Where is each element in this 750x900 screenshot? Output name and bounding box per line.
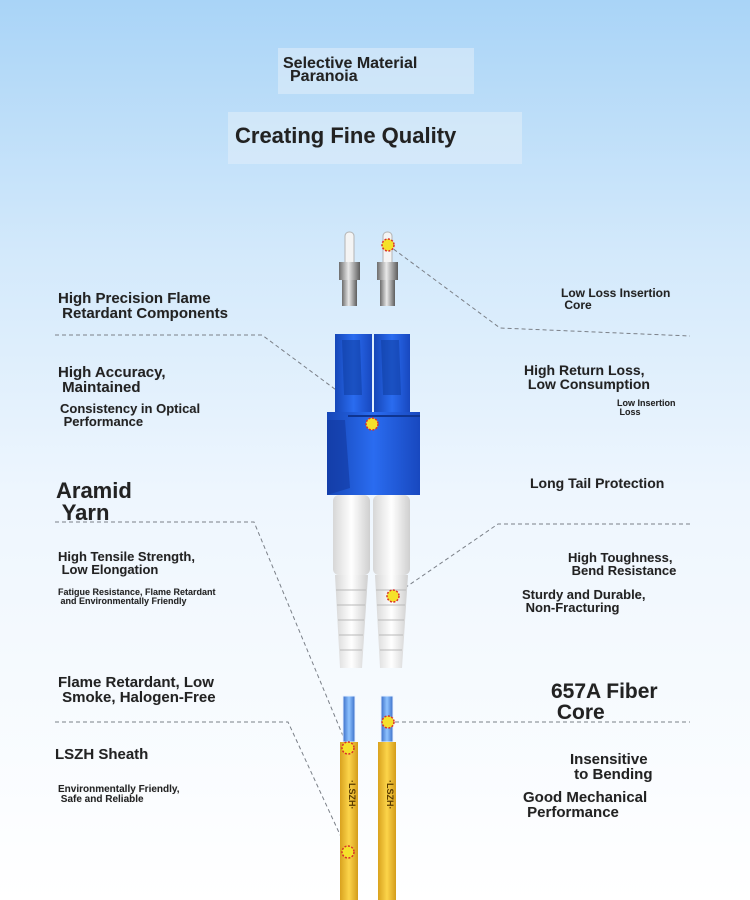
headline-panel <box>228 112 522 164</box>
leader-precision <box>55 334 356 405</box>
label-low-insertion: Low Insertion Loss <box>617 398 676 417</box>
header-line2: Paranoia <box>290 68 358 85</box>
cable-left <box>340 695 358 900</box>
headline: Creating Fine Quality <box>235 123 457 148</box>
marker-boot <box>386 589 400 603</box>
label-toughness: High Toughness, Bend Resistance <box>568 550 677 578</box>
label-aramid: Aramid Yarn <box>56 478 132 525</box>
marker-housing <box>365 417 379 431</box>
label-return-loss: High Return Loss, Low Consumption <box>524 362 650 392</box>
label-consistency: Consistency in Optical Performance <box>60 401 201 429</box>
leader-low-loss-core <box>387 244 691 337</box>
label-mechanical: Good Mechanical Performance <box>523 789 648 821</box>
ferrule-left <box>339 231 360 306</box>
label-low-loss-core: Low Loss Insertion Core <box>561 286 671 312</box>
label-flame: Flame Retardant, Low Smoke, Halogen-Free <box>58 674 216 706</box>
marker-aramid <box>341 741 355 755</box>
cable-print-right: ·LSZH· <box>385 780 395 810</box>
leader-lszh <box>55 721 349 853</box>
label-long-tail: Long Tail Protection <box>530 475 665 491</box>
leader-lines <box>55 244 691 853</box>
label-accuracy: High Accuracy, Maintained <box>58 364 166 396</box>
label-tensile: High Tensile Strength, Low Elongation <box>58 549 195 577</box>
label-insensitive: Insensitive to Bending <box>570 751 653 783</box>
marker-dots <box>341 238 400 859</box>
boot-left <box>333 495 370 668</box>
label-fatigue: Fatigue Resistance, Flame Retardant and … <box>58 587 216 606</box>
header-line1: Selective Material <box>283 55 418 72</box>
label-sturdy: Sturdy and Durable, Non-Fracturing <box>522 587 646 615</box>
header-panel <box>278 48 474 94</box>
label-fiber-core: 657A Fiber Core <box>551 680 658 724</box>
marker-fiber <box>381 715 395 729</box>
label-enviro: Environmentally Friendly, Safe and Relia… <box>58 784 180 805</box>
cable-print-left: ·LSZH· <box>347 780 357 810</box>
label-lszh: LSZH Sheath <box>55 746 149 763</box>
marker-sheath <box>341 845 355 859</box>
label-precision: High Precision Flame Retardant Component… <box>58 290 229 322</box>
marker-ferrule <box>381 238 395 252</box>
leader-long-tail <box>392 523 690 597</box>
boot-right <box>373 495 410 668</box>
lc-duplex-housing <box>327 334 420 495</box>
leader-aramid <box>55 521 349 749</box>
